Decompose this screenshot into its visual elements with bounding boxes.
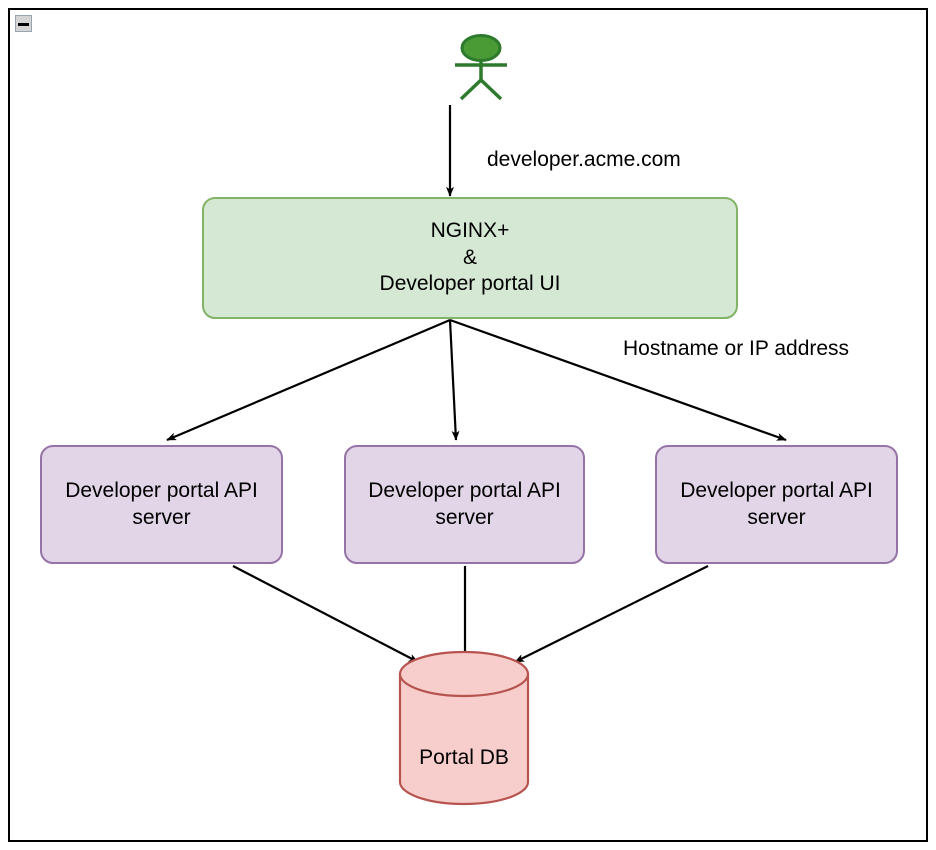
node-api-server-3-label: Developer portal API server	[680, 478, 873, 529]
stick-figure-actor-icon	[455, 34, 507, 101]
node-portal-db-label: Portal DB	[419, 746, 509, 769]
edge-label-hostname-or-ip-address: Hostname or IP address	[623, 337, 850, 360]
edge-api-3-to-db	[514, 565, 709, 663]
node-nginx-developer-portal-ui[interactable]: NGINX+ & Developer portal UI	[202, 197, 738, 319]
collapse-minus-icon[interactable]	[15, 15, 32, 32]
edge-api-1-to-db	[232, 565, 419, 663]
node-api-server-2-label: Developer portal API server	[368, 478, 561, 529]
edge-nginx-to-api-3	[449, 318, 787, 442]
node-api-server-3[interactable]: Developer portal API server	[655, 445, 898, 564]
edge-nginx-to-api-1	[166, 318, 451, 442]
edge-nginx-to-api-2	[448, 319, 460, 441]
minus-bar	[18, 23, 29, 26]
portal-db-cylinder[interactable]	[398, 650, 530, 806]
edge-label-developer-acme-com: developer.acme.com	[487, 148, 681, 171]
node-nginx-label: NGINX+ & Developer portal UI	[379, 218, 561, 296]
node-api-server-1[interactable]: Developer portal API server	[40, 445, 283, 564]
node-api-server-2[interactable]: Developer portal API server	[344, 445, 585, 564]
node-api-server-1-label: Developer portal API server	[65, 478, 258, 529]
